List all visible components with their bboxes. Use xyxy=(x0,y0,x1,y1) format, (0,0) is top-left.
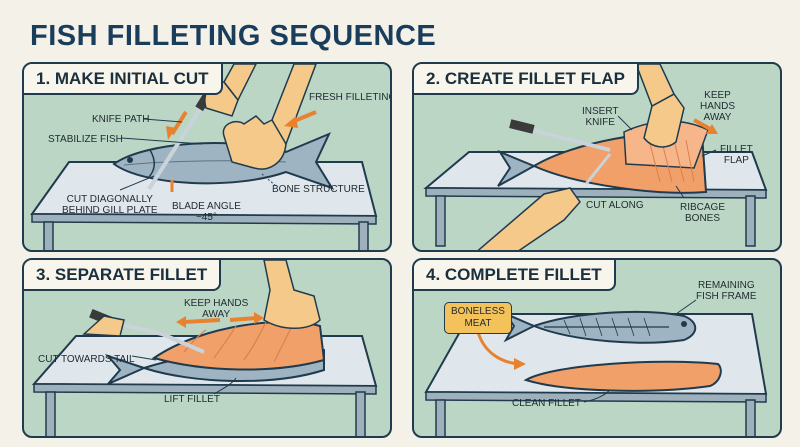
knife-handle xyxy=(509,119,535,134)
label-boneless-meat: BONELESS MEAT xyxy=(444,302,512,334)
panel-heading: 1. MAKE INITIAL CUT xyxy=(24,64,223,95)
label-line: REMAINING xyxy=(697,280,755,291)
table-leg xyxy=(358,221,369,250)
label-keep-hands-away: KEEP HANDS AWAY xyxy=(184,298,248,320)
frame-tail xyxy=(503,311,537,343)
knife-blade xyxy=(161,332,205,354)
fish-tail xyxy=(497,149,537,187)
knife-blade xyxy=(531,128,611,152)
clean-fillet xyxy=(523,360,722,392)
label-line: FISH FRAME xyxy=(696,291,757,302)
label-keep-hands-away: KEEP HANDS AWAY xyxy=(700,90,735,123)
label-blade-angle: BLADE ANGLE ~45° xyxy=(172,201,241,223)
panel-heading: 3. SEPARATE FILLET xyxy=(24,260,222,291)
label-clean-fillet: CLEAN FILLET xyxy=(512,398,581,409)
label-line: AWAY xyxy=(202,309,231,320)
table-edge xyxy=(33,383,377,395)
label-bone-structure: BONE STRUCTURE xyxy=(272,184,365,195)
scene-separate-fillet xyxy=(31,260,378,436)
arrow-boneless xyxy=(476,331,519,366)
label-line: KNIFE xyxy=(585,117,615,128)
label-line: BONELESS xyxy=(451,306,505,317)
scene-complete-fillet xyxy=(424,299,768,436)
table-leg xyxy=(45,391,56,436)
label-remaining-frame: REMAINING FISH FRAME xyxy=(696,280,757,302)
table-leg xyxy=(435,195,446,247)
label-lift-fillet: LIFT FILLET xyxy=(164,394,220,405)
label-cut-towards-tail: CUT TOWARDS TAIL xyxy=(38,354,135,365)
scene-fillet-flap xyxy=(423,64,768,250)
gill-plate xyxy=(147,149,155,179)
hand-top xyxy=(643,93,685,148)
label-line: BLADE ANGLE xyxy=(172,201,241,212)
hand-lifting xyxy=(263,260,321,329)
hand-knife xyxy=(82,315,125,337)
panel-create-fillet-flap: 2. CREATE FILLET FLAP INSERT KNIFE KEEP … xyxy=(412,62,782,252)
page-title: FISH FILLETING SEQUENCE xyxy=(30,20,437,52)
label-line: MEAT xyxy=(464,318,492,329)
label-line: AWAY xyxy=(703,112,732,123)
label-cut-diagonally: CUT DIAGONALLY BEHIND GILL PLATE xyxy=(62,194,158,216)
label-fresh-filleting: FRESH FILLETING xyxy=(309,92,392,103)
panel-separate-fillet: 3. SEPARATE FILLET KEEP HANDS AWAY CUT T… xyxy=(22,258,392,438)
label-line: HANDS xyxy=(700,101,736,112)
arrow-keep-away xyxy=(693,118,713,132)
label-line: FLAP xyxy=(723,155,749,166)
table-leg xyxy=(43,221,54,250)
table-leg xyxy=(745,399,756,436)
panel-make-initial-cut: 1. MAKE INITIAL CUT KNIFE PATH STABILIZE… xyxy=(22,62,392,252)
scene-initial-cut xyxy=(30,64,378,250)
label-insert-knife: INSERT KNIFE xyxy=(582,106,619,128)
fish-eye xyxy=(127,157,133,163)
label-line: KEEP xyxy=(704,90,731,101)
label-stabilize-fish: STABILIZE FISH xyxy=(48,134,123,145)
label-fillet-flap: FILLET FLAP xyxy=(720,144,753,166)
knife-blade xyxy=(147,104,204,191)
table-leg xyxy=(745,195,756,247)
table-edge xyxy=(31,213,377,225)
label-line: INSERT xyxy=(582,106,619,117)
label-line: KEEP HANDS xyxy=(184,298,249,309)
fish-eye xyxy=(681,321,687,327)
label-line: FILLET xyxy=(720,144,753,155)
panel-heading: 4. COMPLETE FILLET xyxy=(414,260,616,291)
fish-tail xyxy=(104,353,147,385)
label-ribcage-bones: RIBCAGE BONES xyxy=(680,202,725,224)
arrow-keep-away xyxy=(183,318,221,324)
label-line: BONES xyxy=(685,213,721,224)
label-line: CUT DIAGONALLY xyxy=(66,194,153,205)
hand-bottom xyxy=(477,187,581,250)
label-line: RIBCAGE xyxy=(680,202,726,213)
label-cut-along: CUT ALONG xyxy=(586,200,644,211)
label-knife-path: KNIFE PATH xyxy=(92,114,150,125)
table-leg xyxy=(355,391,366,436)
label-line: ~45° xyxy=(195,212,217,223)
label-line: BEHIND GILL PLATE xyxy=(62,205,158,216)
table-leg xyxy=(435,399,446,436)
table-edge xyxy=(425,187,767,199)
panel-heading: 2. CREATE FILLET FLAP xyxy=(414,64,639,95)
panel-complete-fillet: 4. COMPLETE FILLET BONELESS MEAT REMAINI… xyxy=(412,258,782,438)
fillet-being-lifted xyxy=(151,321,326,371)
table-edge xyxy=(425,391,767,403)
